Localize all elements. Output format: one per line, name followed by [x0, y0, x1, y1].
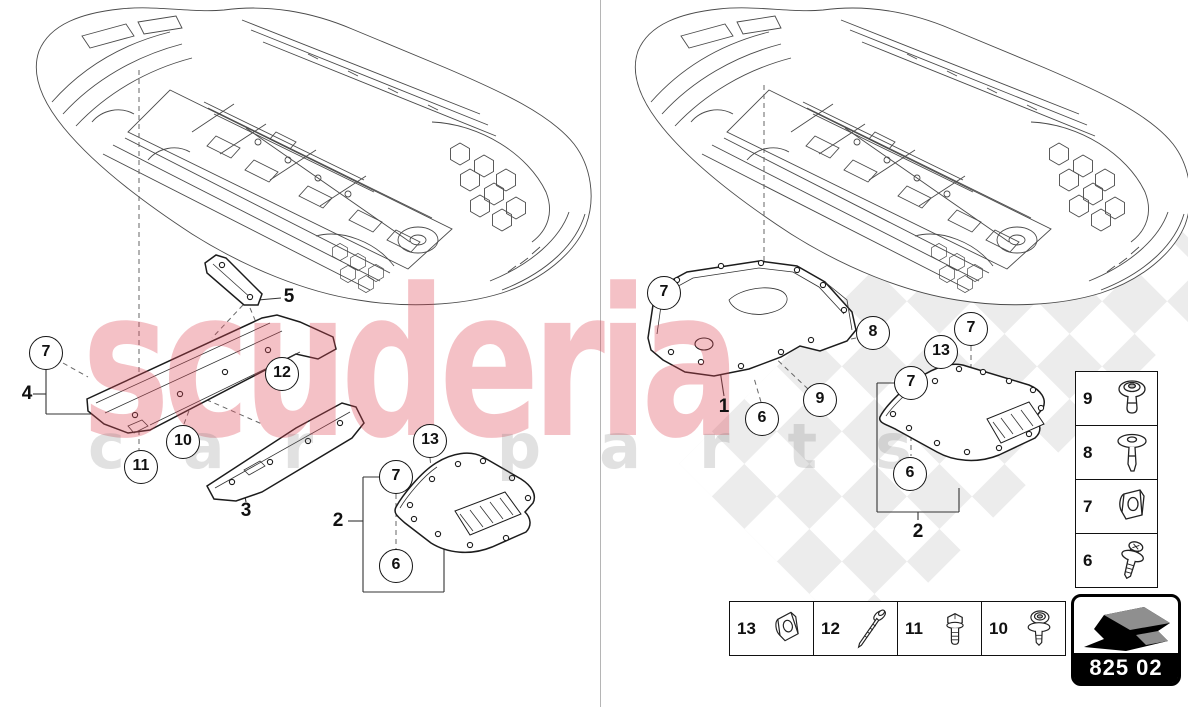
part-label-3[interactable]: 3	[240, 500, 252, 521]
flat-head-rivet-icon	[1107, 430, 1157, 476]
page-code-box: 825 02	[1071, 594, 1181, 686]
legend-number: 13	[737, 618, 756, 638]
callout-9[interactable]: 9	[803, 383, 837, 417]
legend-item-7[interactable]: 7	[1076, 480, 1157, 534]
left-diagram	[33, 0, 600, 593]
push-rivet-icon	[1107, 376, 1157, 422]
car-underbody-drawing	[36, 8, 591, 305]
legend-item-9[interactable]: 9	[1076, 372, 1157, 426]
callout-7[interactable]: 7	[379, 460, 413, 494]
page-code: 825 02	[1074, 653, 1178, 683]
callout-13[interactable]: 13	[924, 335, 958, 369]
callout-7[interactable]: 7	[954, 312, 988, 346]
callout-7[interactable]: 7	[29, 336, 63, 370]
legend-number: 11	[905, 618, 923, 638]
callout-6[interactable]: 6	[745, 402, 779, 436]
legend-item-13[interactable]: 13	[730, 602, 814, 655]
bracket-lines	[33, 297, 445, 593]
legend-item-10[interactable]: 10	[982, 602, 1065, 655]
legend-item-8[interactable]: 8	[1076, 426, 1157, 480]
part-label-1[interactable]: 1	[718, 396, 730, 417]
torx-screw-washer-icon	[1013, 607, 1065, 651]
callout-7[interactable]: 7	[894, 366, 928, 400]
arrow-icon	[1084, 607, 1170, 651]
callout-7[interactable]: 7	[647, 276, 681, 310]
screw-holes	[657, 259, 1045, 456]
legend-item-6[interactable]: 6	[1076, 534, 1157, 587]
part-label-4[interactable]: 4	[21, 383, 33, 404]
long-screw-icon	[845, 607, 897, 651]
car-underbody-drawing	[635, 8, 1188, 305]
legend-number: 7	[1083, 496, 1093, 516]
legend-number: 12	[821, 618, 840, 638]
screw-with-washer-icon	[1107, 538, 1157, 584]
legend-number: 9	[1083, 388, 1093, 408]
page-divider	[600, 0, 601, 707]
callout-6[interactable]: 6	[893, 457, 927, 491]
bottom-fastener-legend: 13 12	[729, 601, 1066, 656]
legend-number: 6	[1083, 550, 1093, 570]
legend-number: 8	[1083, 442, 1093, 462]
hex-flange-bolt-icon	[929, 607, 981, 651]
sheet-metal-clip-icon	[1107, 484, 1157, 530]
legend-item-12[interactable]: 12	[814, 602, 898, 655]
part-label-5[interactable]: 5	[283, 286, 295, 307]
callout-10[interactable]: 10	[166, 425, 200, 459]
sheet-metal-clip-icon	[761, 607, 813, 651]
callout-13[interactable]: 13	[413, 424, 447, 458]
callout-12[interactable]: 12	[265, 357, 299, 391]
screw-holes	[131, 261, 532, 549]
callout-8[interactable]: 8	[856, 316, 890, 350]
legend-item-11[interactable]: 11	[898, 602, 982, 655]
callout-6[interactable]: 6	[379, 549, 413, 583]
callout-11[interactable]: 11	[124, 450, 158, 484]
part-detail-lines	[95, 263, 514, 532]
side-fastener-legend: 9 8 7	[1075, 371, 1158, 588]
part-label-2[interactable]: 2	[912, 521, 924, 542]
legend-number: 10	[989, 618, 1008, 638]
part-label-2[interactable]: 2	[332, 510, 344, 531]
